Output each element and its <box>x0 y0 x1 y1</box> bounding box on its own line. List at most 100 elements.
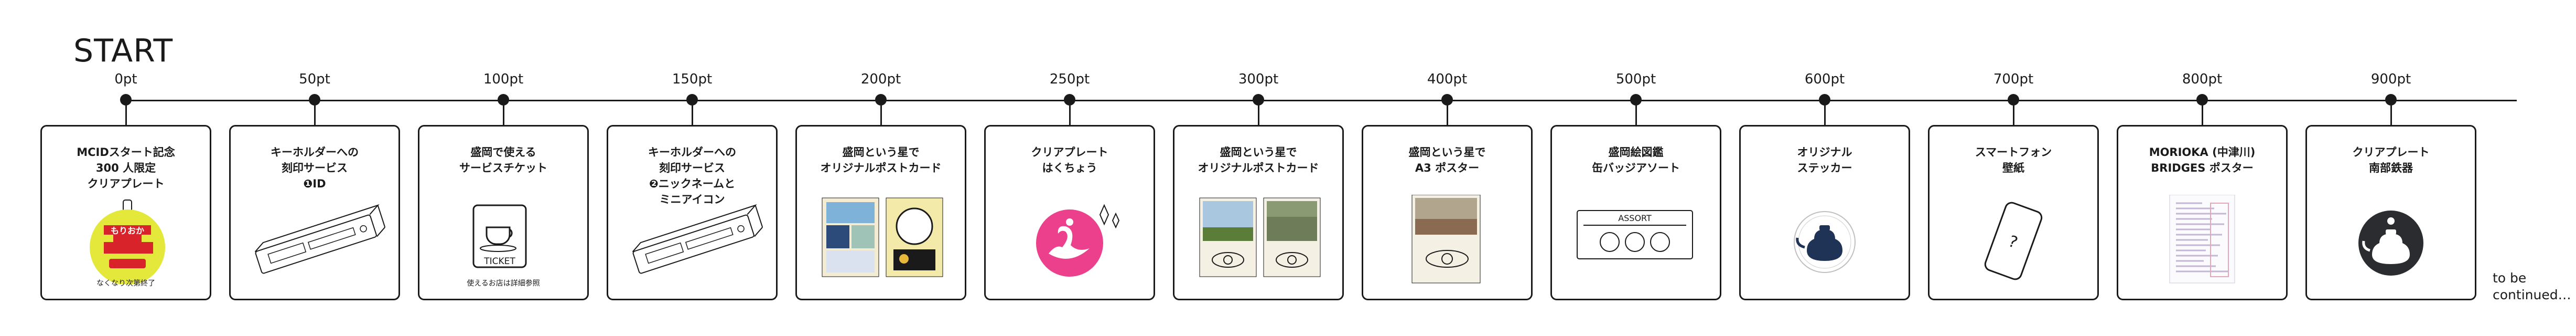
reward-illustration: ASSORT <box>1552 195 1720 284</box>
badge-text: もりおか <box>111 226 144 236</box>
reward-illustration <box>2118 195 2286 284</box>
reward-title: 盛岡という星で オリジナルポストカード <box>1198 146 1319 174</box>
start-label: START <box>73 33 174 69</box>
timeline-dot <box>686 94 698 106</box>
to-be-continued-label: to be continued… <box>2493 270 2571 302</box>
timeline-dot <box>120 94 132 106</box>
reward-title: クリアプレート はくちょう <box>1031 146 1108 174</box>
timeline-stem <box>1635 105 1637 125</box>
milestone-points: 900pt <box>2370 71 2411 87</box>
reward-card[interactable]: 盛岡という星で オリジナルポストカード <box>1173 125 1344 300</box>
timeline-dot <box>309 94 320 106</box>
reward-illustration: TICKET <box>419 195 587 284</box>
reward-illustration <box>608 195 776 284</box>
timeline-stem <box>125 105 127 125</box>
milestone-points: 500pt <box>1615 71 1656 87</box>
reward-card[interactable]: スマートフォン 壁紙 ? <box>1928 125 2099 300</box>
reward-card[interactable]: 盛岡という星で A3 ポスター <box>1362 125 1533 300</box>
timeline-dot <box>2008 94 2019 106</box>
timeline-stem <box>2390 105 2392 125</box>
smartphone-icon: ? <box>1984 202 2043 280</box>
milestone-points: 0pt <box>114 71 137 87</box>
postcard-icon <box>1199 197 1321 277</box>
reward-illustration <box>1363 195 1531 284</box>
reward-illustration: ? <box>1930 195 2097 284</box>
milestone-points: 250pt <box>1049 71 1090 87</box>
can-badge-assort-icon: ASSORT <box>1577 210 1693 259</box>
reward-note: なくなり次第終了 <box>96 279 155 288</box>
timeline-stem <box>2012 105 2014 125</box>
bridges-poster-icon <box>2169 195 2235 284</box>
timeline-dot <box>2385 94 2397 106</box>
milestone-points: 600pt <box>1804 71 1845 87</box>
reward-title: キーホルダーへの 刻印サービス ❷ニックネームと ミニアイコン <box>648 146 736 206</box>
reward-card[interactable]: クリアプレート はくちょう <box>984 125 1155 300</box>
reward-card[interactable]: キーホルダーへの 刻印サービス ❶ID <box>229 125 400 300</box>
timeline-line <box>126 100 2517 101</box>
timeline-stem <box>1257 105 1259 125</box>
timeline-dot <box>1064 94 1075 106</box>
reward-title: 盛岡という星で A3 ポスター <box>1408 146 1486 174</box>
reward-illustration <box>1741 195 1909 284</box>
reward-title: 盛岡という星で オリジナルポストカード <box>820 146 942 174</box>
swan-plate-icon <box>1036 204 1120 277</box>
timeline-stem <box>1069 105 1071 125</box>
reward-card[interactable]: MORIOKA (中津川) BRIDGES ポスター <box>2117 125 2288 300</box>
reward-title: MORIOKA (中津川) BRIDGES ポスター <box>2149 146 2256 174</box>
ticket-label: TICKET <box>483 256 515 267</box>
reward-title: オリジナル ステッカー <box>1797 146 1852 174</box>
phone-question-mark: ? <box>2006 232 2020 252</box>
milestone-points: 100pt <box>483 71 524 87</box>
reward-note: 使えるお店は詳細参照 <box>467 279 540 288</box>
poster-icon <box>1411 195 1481 284</box>
milestone-points: 800pt <box>2182 71 2223 87</box>
reward-title: クリアプレート 南部鉄器 <box>2352 146 2430 174</box>
nanbu-tekki-plate-icon <box>2358 211 2423 276</box>
postcard-icon <box>822 197 943 277</box>
reward-title: 盛岡で使える サービスチケット <box>459 146 547 174</box>
timeline-dot <box>1441 94 1453 106</box>
reward-card[interactable]: 盛岡という星で オリジナルポストカード <box>795 125 966 300</box>
sticker-icon <box>1794 211 1856 273</box>
reward-title: キーホルダーへの 刻印サービス ❶ID <box>271 146 359 190</box>
timeline-stem <box>880 105 882 125</box>
reward-illustration <box>1174 195 1342 284</box>
timeline-dot <box>1253 94 1264 106</box>
timeline-dot <box>498 94 509 106</box>
reward-illustration <box>231 195 398 284</box>
reward-card[interactable]: キーホルダーへの 刻印サービス ❷ニックネームと ミニアイコン <box>607 125 778 300</box>
milestone-points: 300pt <box>1238 71 1279 87</box>
reward-card[interactable]: オリジナル ステッカー <box>1739 125 1910 300</box>
timeline-dot <box>1819 94 1830 106</box>
reward-card[interactable]: クリアプレート 南部鉄器 <box>2305 125 2476 300</box>
keychain-icon <box>632 204 763 274</box>
milestone-points: 200pt <box>860 71 901 87</box>
reward-card[interactable]: 盛岡で使える サービスチケット TICKET 使えるお店は詳細参照 <box>418 125 589 300</box>
timeline-stem <box>2201 105 2203 125</box>
reward-card[interactable]: MCIDスタート記念 300 人限定 クリアプレート もりおか なくなり次第終了 <box>40 125 211 300</box>
timeline-stem <box>502 105 504 125</box>
timeline-dot <box>875 94 887 106</box>
reward-card[interactable]: 盛岡絵図鑑 缶バッジアソート ASSORT <box>1550 125 1721 300</box>
reward-title: MCIDスタート記念 300 人限定 クリアプレート <box>77 146 175 190</box>
timeline-stem <box>1446 105 1448 125</box>
milestone-points: 400pt <box>1427 71 1468 87</box>
milestone-points: 150pt <box>672 71 713 87</box>
timeline-dot <box>2196 94 2208 106</box>
timeline-dot <box>1630 94 1642 106</box>
assort-label: ASSORT <box>1618 213 1652 223</box>
reward-title: スマートフォン 壁紙 <box>1975 146 2052 174</box>
timeline-stem <box>1824 105 1826 125</box>
milestone-points: 50pt <box>299 71 330 87</box>
reward-title: 盛岡絵図鑑 缶バッジアソート <box>1592 146 1680 174</box>
reward-illustration <box>797 195 965 284</box>
ticket-icon: TICKET <box>472 204 527 268</box>
timeline-stem <box>691 105 693 125</box>
timeline-stem <box>314 105 316 125</box>
reward-illustration <box>2307 195 2475 284</box>
reward-illustration <box>986 195 1154 284</box>
milestone-points: 700pt <box>1993 71 2034 87</box>
reward-illustration: もりおか <box>42 195 210 284</box>
clear-plate-badge-icon: もりおか <box>90 200 165 284</box>
keychain-icon <box>254 204 386 274</box>
